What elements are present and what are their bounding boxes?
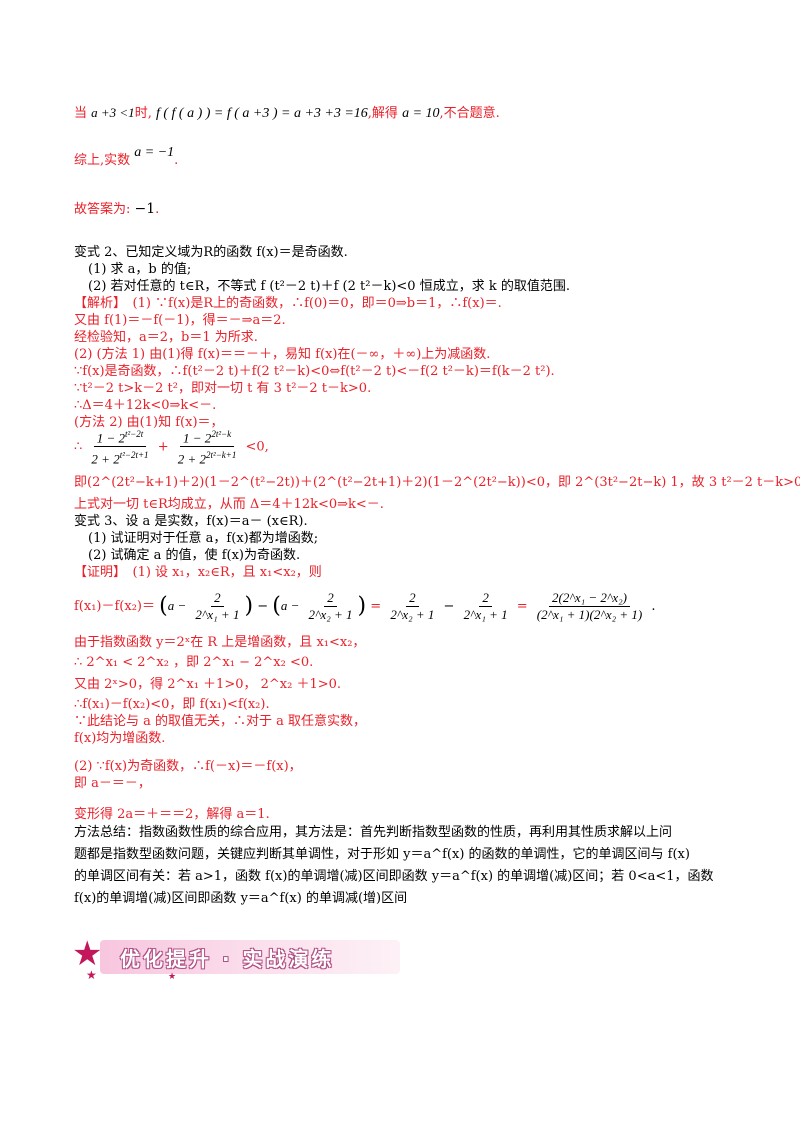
variant3-proof-4: 又由 2ˣ>0，得 2^x₁ ＋1>0， 2^x₂ ＋1>0. [74,677,342,692]
variant2-q1: (1) 求 a，b 的值; [88,262,192,277]
variant3-proof-5: ∴f(x₁)－f(x₂)<0，即 f(x₁)<f(x₂). [74,697,270,712]
variant3-proof-8: (2) ∵f(x)为奇函数，∴f(－x)＝－f(x)， [74,759,302,774]
variant2-solution-1: 【解析】 (1) ∵f(x)是R上的奇函数，∴f(0)＝0，即＝0⇒b＝1，∴f… [74,296,502,311]
conclusion-line: 综上,实数 a = −1. [74,145,179,168]
variant2-solution-7: ∴Δ＝4＋12k<0⇒k<－. [74,398,217,413]
variant3-proof-9: 即 a－＝－， [74,776,151,791]
summary-line-2: 题都是指数型函数问题，关键应判断其单调性，对于形如 y＝a^f(x) 的函数的单… [74,847,690,862]
variant3-q2: (2) 试确定 a 的值，使 f(x)为奇函数. [88,548,301,563]
variant2-solution-3: 经检验知，a＝2，b＝1 为所求. [74,330,258,345]
star-icon: ★ [72,934,103,974]
variant2-title: 变式 2、已知定义域为R的函数 f(x)＝是奇函数. [74,245,348,260]
variant2-solution-2: 又由 f(1)＝－f(－1)，得＝－⇒a＝2. [74,313,286,328]
variant3-proof-2: 由于指数函数 y＝2ˣ在 R 上是增函数，且 x₁<x₂， [74,635,366,650]
banner-title: 优化提升 · 实战演练 [120,947,335,971]
variant2-solution-6: ∵t²－2 t>k－2 t²，即对一切 t 有 3 t²－2 t－k>0. [74,381,372,396]
fraction-1: 1 − 2t²−2t 2 + 2t²−2t+1 [88,426,151,468]
summary-line-4: f(x)的单调增(减)区间即函数 y＝a^f(x) 的单调减(增)区间 [74,891,408,906]
variant2-q2: (2) 若对任意的 t∈R，不等式 f (t²－2 t)＋f (2 t²－k)<… [88,279,570,294]
variant3-q1: (1) 试证明对于任意 a，f(x)都为增函数; [88,531,319,546]
fraction-2: 1 − 22t²−k 2 + 22t²−k+1 [175,426,240,468]
variant2-solution-5: ∵f(x)是奇函数，∴f(t²－2 t)＋f(2 t²－k)<0⇔f(t²－2 … [74,364,555,379]
variant2-solution-10: 即(2^(2t²−k+1)＋2)(1－2^(t²−2t))＋(2^(t²−2t+… [74,475,800,490]
variant2-fraction-inequality: ∴ 1 − 2t²−2t 2 + 2t²−2t+1 + 1 − 22t²−k 2… [74,426,269,470]
section-banner: ★ ★ ★ 优化提升 · 实战演练 [72,932,402,984]
variant2-solution-11: 上式对一切 t∈R均成立，从而 Δ＝4＋12k<0⇒k<－. [74,497,384,512]
banner-bar [100,940,400,974]
variant3-title: 变式 3、设 a 是实数，f(x)＝a－ (x∈R). [74,514,308,529]
case-line: 当 a +3 <1时, f ( f ( a ) ) = f ( a +3 ) =… [74,105,500,121]
summary-line-1: 方法总结：指数函数性质的综合应用，其方法是：首先判断指数型函数的性质，再利用其性… [74,825,673,840]
star-icon: ★ [86,968,97,982]
star-icon: ★ [168,972,177,982]
summary-line-3: 的单调区间有关：若 a>1，函数 f(x)的单调增(减)区间即函数 y＝a^f(… [74,869,714,884]
variant3-proof-1: 【证明】 (1) 设 x₁，x₂∈R，且 x₁<x₂，则 [74,565,322,580]
answer-line: 故答案为: −1. [74,201,160,217]
variant2-solution-8: (方法 2) 由(1)知 f(x)＝， [74,415,224,430]
variant3-proof-7: f(x)均为增函数. [74,731,166,746]
variant2-solution-4: (2) (方法 1) 由(1)得 f(x)＝＝－＋，易知 f(x)在(－∞，＋∞… [74,347,491,362]
variant3-proof-10: 变形得 2a＝＋＝＝2，解得 a＝1. [74,807,270,822]
variant3-proof-6: ∵此结论与 a 的取值无关，∴对于 a 取任意实数， [74,714,367,729]
frac-result: 2(2^x₁ − 2^x₂)(2^x₁ + 1)(2^x₂ + 1) [536,590,643,622]
variant3-proof-3: ∴ 2^x₁ < 2^x₂ ，即 2^x₁ − 2^x₂ <0. [74,655,314,670]
